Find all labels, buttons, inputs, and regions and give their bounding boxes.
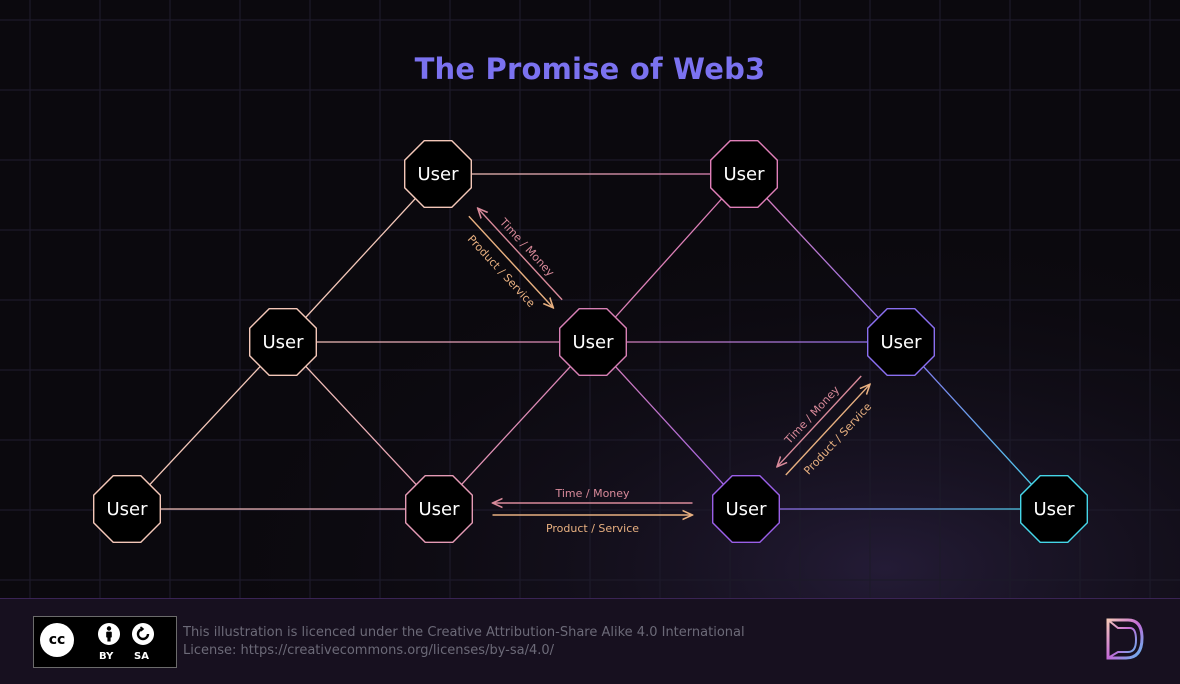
service-arrow-diagonal-top xyxy=(468,215,553,308)
node-shape xyxy=(867,308,935,376)
share-alike-icon xyxy=(132,623,154,645)
node-shape xyxy=(1020,475,1089,543)
node-label: User xyxy=(262,332,304,353)
node-shape xyxy=(710,139,778,209)
service-arrow-diagonal-right xyxy=(785,384,870,476)
user-node-mid-left: User xyxy=(248,308,317,376)
node-label: User xyxy=(417,164,459,185)
edge-mid-center-bottom-center-left xyxy=(438,341,594,510)
money-arrow-diagonal-top xyxy=(478,208,563,301)
node-label: User xyxy=(723,164,765,185)
attribution-icon xyxy=(98,623,120,645)
edge-top-right-mid-center xyxy=(592,173,745,343)
edge-top-right-mid-right xyxy=(743,173,902,343)
brand-logo-icon xyxy=(1106,618,1144,660)
service-label-horizontal-bottom: Product / Service xyxy=(546,522,639,535)
node-shape xyxy=(712,475,780,543)
user-node-mid-right: User xyxy=(867,308,935,376)
edge-mid-right-bottom-right xyxy=(900,341,1055,510)
user-node-top-left: User xyxy=(404,139,472,209)
node-shape xyxy=(92,475,162,543)
user-node-mid-center: User xyxy=(559,308,627,376)
node-label: User xyxy=(572,332,614,353)
node-label: User xyxy=(106,499,148,520)
edge-top-left-mid-left xyxy=(282,173,439,343)
sa-label: SA xyxy=(134,651,149,662)
node-label: User xyxy=(1033,499,1075,520)
edge-mid-center-bottom-center-right xyxy=(592,341,747,510)
license-text: This illustration is licenced under the … xyxy=(183,624,745,660)
node-label: User xyxy=(418,499,460,520)
user-node-bottom-center-left: User xyxy=(405,475,473,543)
node-shape xyxy=(405,475,473,543)
by-label: BY xyxy=(99,651,114,662)
node-shape xyxy=(404,139,472,209)
node-shape xyxy=(248,308,317,376)
money-arrow-diagonal-right xyxy=(777,375,862,467)
connection-lines xyxy=(126,173,1055,510)
node-label: User xyxy=(725,499,767,520)
license-line-1: This illustration is licenced under the … xyxy=(183,625,745,640)
user-node-bottom-center-right: User xyxy=(712,475,780,543)
diagram-title: The Promise of Web3 xyxy=(414,52,766,86)
user-node-bottom-right: User xyxy=(1020,475,1089,543)
license-line-2[interactable]: License: https://creativecommons.org/lic… xyxy=(183,643,555,658)
user-node-top-right: User xyxy=(710,139,778,209)
node-shape xyxy=(559,308,627,376)
money-label-horizontal-bottom: Time / Money xyxy=(554,487,630,500)
edge-mid-left-bottom-left xyxy=(126,341,284,510)
footer: cc BY SA This illustration is licenced u… xyxy=(0,598,1180,684)
cc-license-badge[interactable]: cc BY SA xyxy=(33,616,177,668)
background-grid xyxy=(0,0,1180,598)
user-node-bottom-left: User xyxy=(92,475,162,543)
edge-mid-left-bottom-center-left xyxy=(282,341,440,510)
cc-icon: cc xyxy=(40,623,74,657)
node-label: User xyxy=(880,332,922,353)
